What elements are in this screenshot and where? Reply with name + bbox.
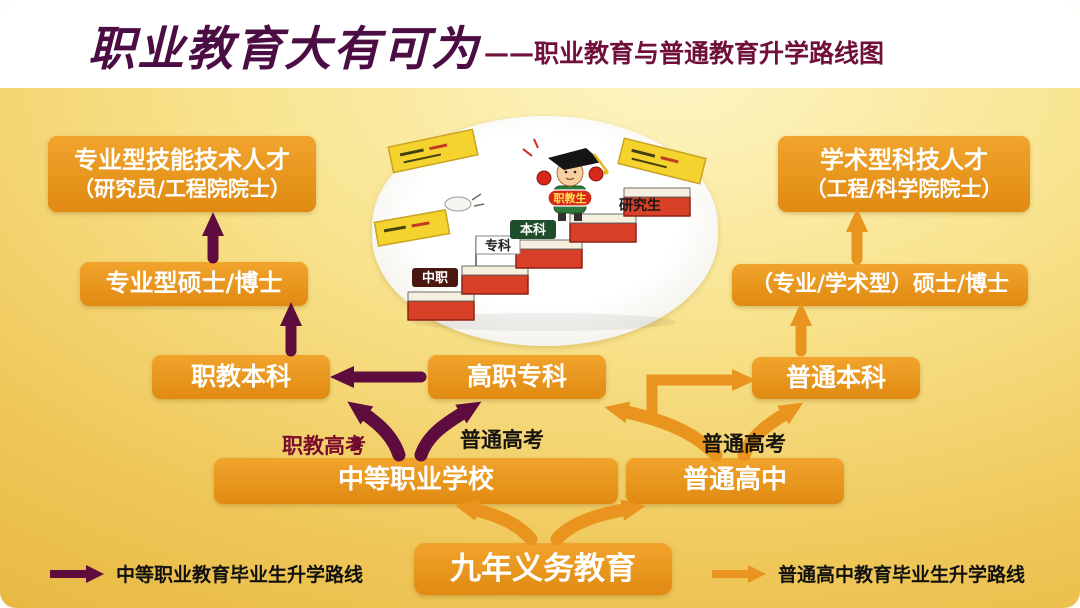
header: 职业教育大有可为 ——职业教育与普通教育升学路线图 [0,0,1080,88]
student-badge [547,189,593,207]
node-academic-master-doctor: （专业/学术型）硕士/博士 [732,264,1028,306]
node-vocational-bachelor: 职教本科 [152,355,330,399]
student-character: 职教生 [522,138,609,221]
node-academic-talent-line1: 学术型科技人才 [820,145,988,174]
label-vocational-exam: 职教高考 [282,434,366,458]
label-general-exam-center: 普通高考 [460,428,544,452]
legend-general-label: 普通高中教育毕业生升学路线 [778,564,1026,586]
node-vocational-bachelor-label: 职教本科 [190,361,291,391]
legend-vocational: 中等职业教育毕业生升学路线 [50,560,363,587]
node-secondary-vocational-school-label: 中等职业学校 [337,465,494,496]
stairs-illustration: 职教生 中职 专科 本科 研究生 [372,116,718,346]
ground-shadow [412,313,676,331]
node-academic-talent-line2: （工程/科学院院士） [805,176,1003,201]
page-title: 职业教育大有可为 [88,21,480,77]
step-label-zhuanke-flag [475,235,521,255]
left-leg [558,210,566,221]
step-label-zhongzhi: 中职 [422,270,448,286]
banner-top-left [387,128,479,174]
banner-top-right [617,137,707,185]
node-professional-talent-line2: （研究员/工程院院士） [73,176,291,201]
cloud-doodle [444,193,485,212]
node-general-bachelor-label: 普通本科 [785,362,886,392]
page-subtitle: ——职业教育与普通教育升学路线图 [484,39,885,68]
node-academic-master-doctor-label: （专业/学术型）硕士/博士 [750,271,1010,297]
node-higher-vocational-college-label: 高职专科 [466,361,567,391]
node-professional-talent: 专业型技能技术人才 （研究员/工程院院士） [48,136,316,212]
node-academic-talent: 学术型科技人才 （工程/科学院院士） [778,136,1030,212]
banner-left [373,209,451,247]
legend-vocational-label: 中等职业教育毕业生升学路线 [116,564,364,586]
node-general-bachelor: 普通本科 [752,357,920,399]
legend-vocational-arrow-icon [50,564,104,583]
node-general-high-school-label: 普通高中 [682,465,787,496]
node-nine-year-compulsory-education: 九年义务教育 [414,543,672,595]
arrow-secvoc-to-voc-bachelor [347,401,406,462]
right-glove [588,166,604,182]
label-general-exam-right: 普通高考 [702,432,786,456]
node-secondary-vocational-school: 中等职业学校 [214,458,618,504]
node-general-high-school: 普通高中 [626,458,844,504]
motion-marks [522,138,539,157]
node-professional-master-doctor: 专业型硕士/博士 [80,262,308,306]
legend-general-arrow-icon [712,564,766,583]
node-higher-vocational-college: 高职专科 [428,355,606,399]
step-label-yanjiusheng: 研究生 [619,197,661,214]
staircase [407,187,691,321]
graduation-cap-icon [548,148,602,170]
node-professional-master-doctor-label: 专业型硕士/博士 [105,269,283,298]
stairs-art: 职教生 中职 专科 本科 研究生 [373,128,707,331]
step-labels: 中职 专科 本科 研究生 [412,197,661,287]
arrow-compulsory-to-genhigh [550,499,646,546]
left-glove [536,170,552,186]
step-label-zhuanke: 专科 [485,238,511,254]
arrow-highvoc-to-gen-bachelor [646,369,756,420]
right-leg [574,210,582,221]
node-professional-talent-line1: 专业型技能技术人才 [74,145,290,174]
arrow-compulsory-to-secvoc [454,499,538,546]
student-badge-label: 职教生 [554,191,587,205]
step-label-zhongzhi-badge [412,268,458,287]
node-nine-year-compulsory-education-label: 九年义务教育 [450,550,636,587]
legend-general: 普通高中教育毕业生升学路线 [712,560,1025,587]
step-label-benke-badge [510,220,556,239]
step-label-benke: 本科 [520,222,546,238]
